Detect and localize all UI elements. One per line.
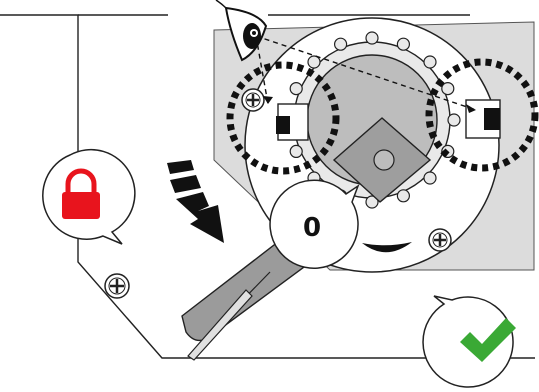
position-label: 0 — [303, 213, 321, 243]
cog-tooth — [397, 190, 409, 202]
cog-tooth — [366, 32, 378, 44]
cog-tooth — [424, 56, 436, 68]
cog-tooth — [290, 83, 302, 95]
lock-bubble — [43, 150, 135, 244]
cog-tooth — [308, 56, 320, 68]
cog-tooth — [397, 38, 409, 50]
screw-top-left — [242, 89, 264, 111]
dial-center — [374, 150, 394, 170]
cog-tooth — [442, 83, 454, 95]
screw-bottom-left — [105, 274, 129, 298]
cog-tooth — [448, 114, 460, 126]
left-peg — [276, 104, 308, 140]
cog-tooth — [424, 172, 436, 184]
screw-right — [429, 229, 451, 251]
cog-tooth — [335, 38, 347, 50]
check-bubble — [423, 296, 516, 387]
position-bubble: 0 — [270, 180, 358, 268]
rotate-arrow-icon — [167, 160, 224, 243]
cog-tooth — [290, 145, 302, 157]
right-peg — [466, 100, 500, 138]
